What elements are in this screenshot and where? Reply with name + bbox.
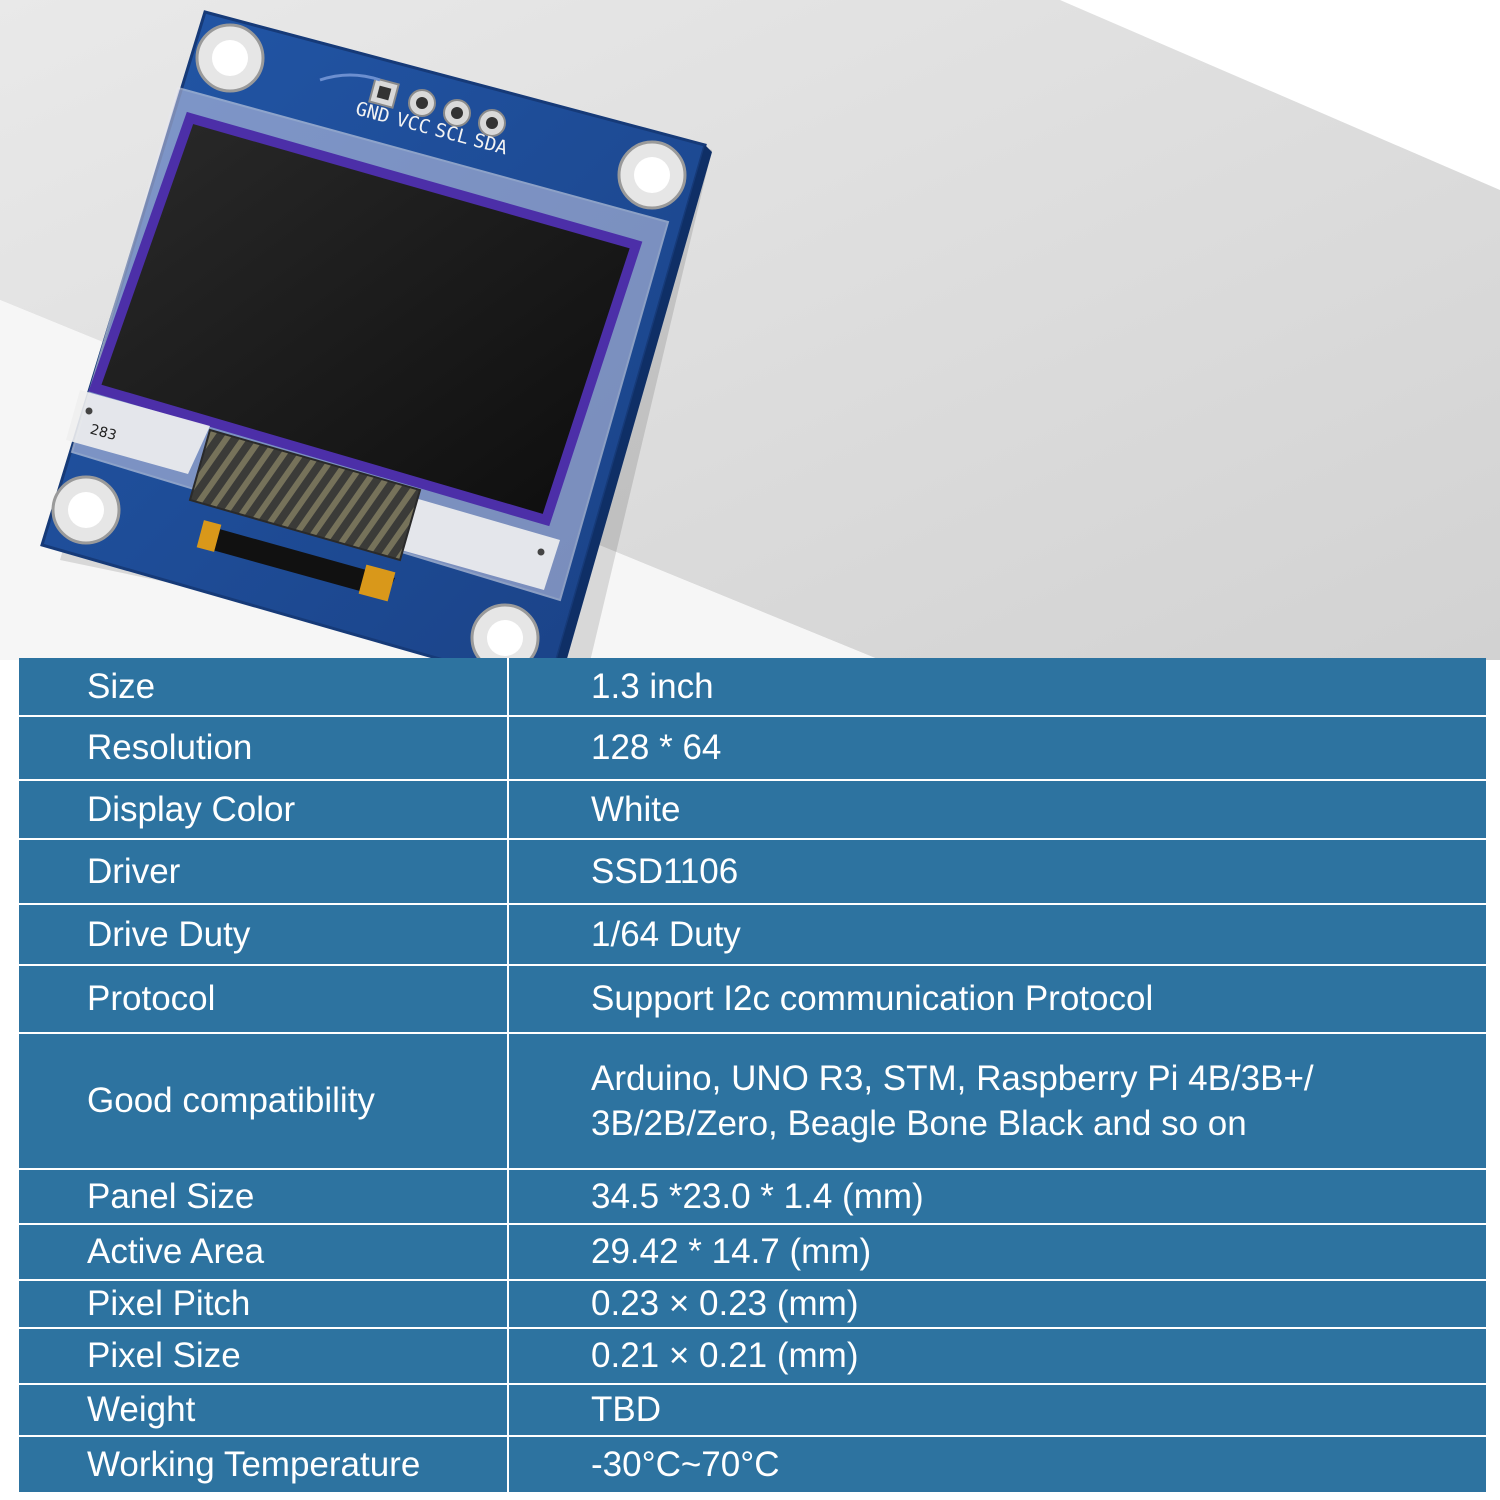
spec-value: 0.21 × 0.21 (mm)	[507, 1327, 1486, 1385]
silkscreen-trace	[319, 73, 381, 82]
spec-row: Good compatibility Arduino, UNO R3, STM, …	[19, 1032, 1486, 1170]
spec-label: Size	[19, 658, 509, 717]
spec-label: Good compatibility	[19, 1032, 509, 1170]
spec-value: Arduino, UNO R3, STM, Raspberry Pi 4B/3B…	[507, 1032, 1486, 1170]
spec-label: Driver	[19, 838, 509, 905]
silkscreen-dot	[85, 407, 93, 415]
spec-value: TBD	[507, 1383, 1486, 1437]
mounting-hole-top-right	[617, 140, 687, 210]
spec-value: SSD1106	[507, 838, 1486, 905]
silkscreen-code: 283	[88, 422, 118, 444]
pcb-edge	[556, 145, 712, 660]
spec-value: -30°C~70°C	[507, 1435, 1486, 1492]
spec-row: Working Temperature-30°C~70°C	[19, 1435, 1486, 1492]
spec-value: 29.42 * 14.7 (mm)	[507, 1223, 1486, 1281]
spec-value: 1/64 Duty	[507, 903, 1486, 966]
oled-screen	[88, 111, 643, 527]
spec-label: Pixel Size	[19, 1327, 509, 1385]
spec-label: Drive Duty	[19, 903, 509, 966]
spec-label: Panel Size	[19, 1168, 509, 1225]
glass-tab-left	[66, 390, 210, 474]
product-hero: GND VCC SCL SDA 283	[0, 0, 1500, 660]
spec-label: Weight	[19, 1383, 509, 1437]
spec-value: 34.5 *23.0 * 1.4 (mm)	[507, 1168, 1486, 1225]
spec-label: Active Area	[19, 1223, 509, 1281]
spec-value: 1.3 inch	[507, 658, 1486, 717]
flex-tab-left	[196, 520, 222, 552]
flex-connector	[198, 525, 395, 598]
spec-label: Pixel Pitch	[19, 1279, 509, 1329]
spec-value: 0.23 × 0.23 (mm)	[507, 1279, 1486, 1329]
spec-label: Protocol	[19, 964, 509, 1034]
spec-label: Working Temperature	[19, 1435, 509, 1492]
silkscreen-dot-right	[537, 548, 545, 556]
spec-label: Display Color	[19, 779, 509, 840]
glass-tab-right	[394, 496, 560, 590]
header-pins	[368, 77, 506, 137]
spec-value-line: 3B/2B/Zero, Beagle Bone Black and so on	[591, 1104, 1247, 1143]
mounting-hole-top-left	[195, 23, 265, 93]
spec-value-line: Arduino, UNO R3, STM, Raspberry Pi 4B/3B…	[591, 1058, 1314, 1098]
mounting-hole-bottom-right	[470, 603, 540, 660]
spec-value: 128 * 64	[507, 715, 1486, 781]
flex-cable	[188, 428, 422, 562]
spec-label: Resolution	[19, 715, 509, 781]
spec-value: White	[507, 779, 1486, 840]
spec-value: Support I2c communication Protocol	[507, 964, 1486, 1034]
mounting-hole-bottom-left	[51, 475, 121, 545]
flex-tab-right	[358, 564, 396, 602]
oled-module-illustration: GND VCC SCL SDA 283	[0, 0, 1500, 660]
